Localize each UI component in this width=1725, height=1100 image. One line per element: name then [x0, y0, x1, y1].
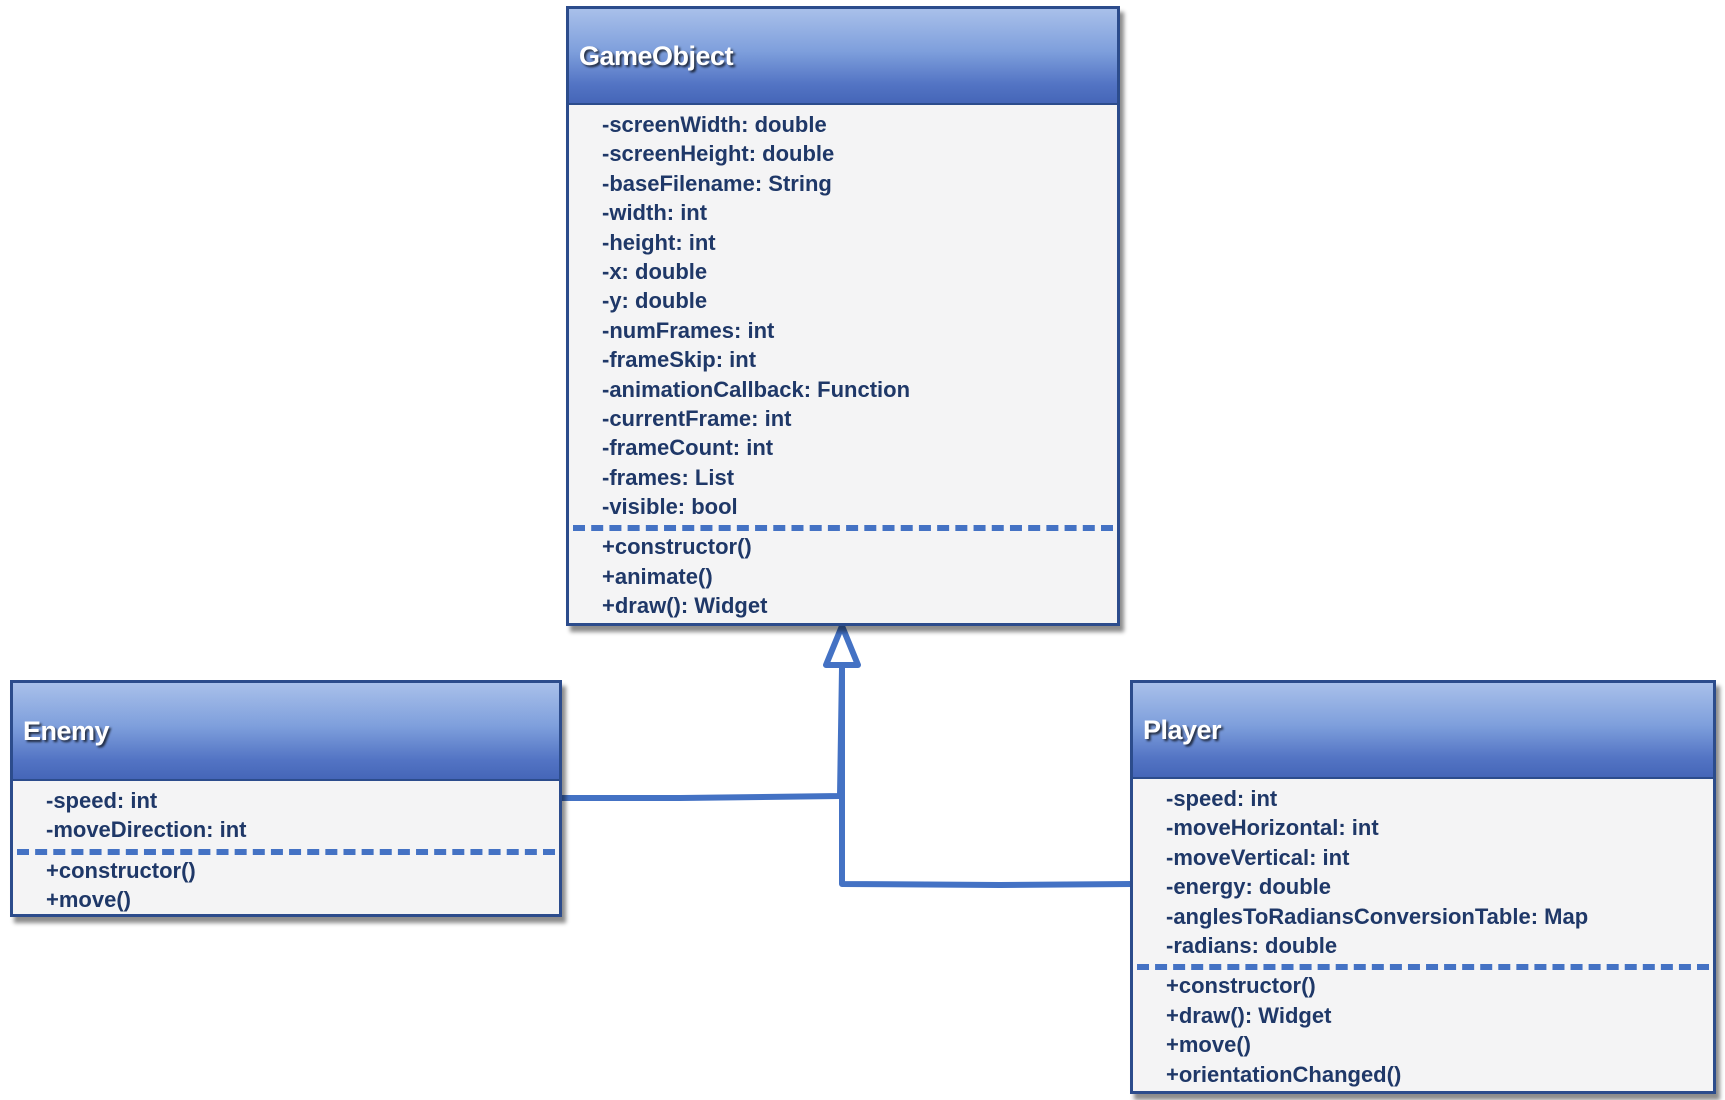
enemy-to-gameobject-connector — [559, 665, 845, 801]
compartment-divider — [573, 525, 1113, 532]
attribute: -numFrames: int — [602, 317, 775, 343]
class-body: -screenWidth: double -screenHeight: doub… — [569, 105, 1117, 621]
attribute: -moveHorizontal: int — [1166, 815, 1379, 841]
attribute: -visible: bool — [602, 494, 738, 520]
method: +constructor() — [46, 857, 196, 883]
class-header: Player — [1133, 683, 1713, 779]
class-box-player[interactable]: Player -speed: int -moveHorizontal: int … — [1130, 680, 1716, 1094]
attribute: -speed: int — [46, 788, 158, 813]
class-box-gameobject[interactable]: GameObject -screenWidth: double -screenH… — [566, 6, 1120, 626]
attribute: -radians: double — [1166, 932, 1338, 958]
class-name: Player — [1143, 714, 1222, 745]
attribute: -animationCallback: Function — [602, 376, 911, 402]
class-header: GameObject — [569, 9, 1117, 105]
method: +constructor() — [602, 534, 752, 560]
compartment-divider — [1137, 964, 1709, 971]
class-body: -speed: int -moveHorizontal: int -moveVe… — [1133, 779, 1713, 1089]
attribute: -moveDirection: int — [46, 817, 247, 843]
attribute: -baseFilename: String — [602, 170, 832, 196]
class-body: -speed: int -moveDirection: int +constru… — [13, 781, 559, 915]
method: +animate() — [602, 563, 713, 589]
attribute: -width: int — [602, 200, 708, 226]
attribute: -frameSkip: int — [602, 347, 757, 373]
method: +move() — [1166, 1032, 1251, 1058]
method: +constructor() — [1166, 973, 1316, 999]
attribute: -y: double — [602, 288, 708, 314]
method: +draw(): Widget — [602, 593, 768, 619]
attribute: -frameCount: int — [602, 435, 774, 461]
class-box-enemy[interactable]: Enemy -speed: int -moveDirection: int +c… — [10, 680, 562, 917]
attribute: -height: int — [602, 229, 716, 255]
compartment-divider — [17, 848, 555, 855]
player-to-gameobject-connector — [839, 665, 1135, 888]
attribute: -frames: List — [602, 464, 735, 490]
method: +move() — [46, 887, 131, 913]
attribute: -speed: int — [1166, 786, 1278, 811]
attribute: -moveVertical: int — [1166, 844, 1350, 870]
class-name: Enemy — [23, 715, 110, 746]
attribute: -energy: double — [1166, 874, 1332, 900]
class-name: GameObject — [579, 40, 734, 71]
attribute: -x: double — [602, 258, 708, 284]
method: +draw(): Widget — [1166, 1002, 1332, 1028]
method: +orientationChanged() — [1166, 1061, 1402, 1087]
attribute: -screenHeight: double — [602, 141, 835, 167]
inheritance-arrowhead — [823, 623, 861, 668]
class-header: Enemy — [13, 683, 559, 781]
attribute: -anglesToRadiansConversionTable: Map — [1166, 903, 1589, 929]
attribute: -screenWidth: double — [602, 112, 827, 137]
attribute: -currentFrame: int — [602, 405, 792, 431]
